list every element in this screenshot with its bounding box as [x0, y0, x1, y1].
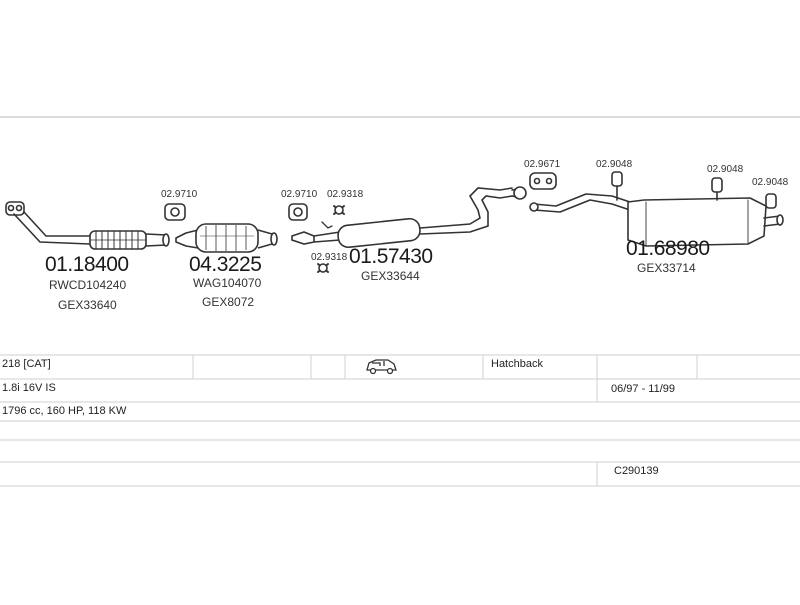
middle-clamp-label: 02.9318	[327, 189, 364, 200]
info-table-grid	[0, 354, 800, 487]
catalyst-gasket-label: 02.9710	[161, 189, 198, 200]
downpipe-number: 01.18400	[45, 253, 129, 276]
middle-ref1: GEX33644	[361, 269, 420, 283]
code-cell: C290139	[614, 465, 659, 477]
rear-number: 01.68980	[626, 237, 710, 260]
rear-hanger3-label: 02.9048	[752, 177, 789, 188]
catalyst-ref2: GEX8072	[202, 295, 255, 309]
engine-cell: 1.8i 16V IS	[2, 382, 56, 394]
catalyst-number: 04.3225	[189, 253, 262, 276]
middle-number: 01.57430	[349, 245, 433, 268]
rear-part	[511, 171, 784, 247]
hatchback-car-icon	[366, 359, 397, 375]
body-type-cell: Hatchback	[491, 358, 543, 370]
specs-cell: 1796 cc, 160 HP, 118 KW	[2, 405, 127, 417]
rear-hanger1-label: 02.9048	[596, 159, 633, 170]
catalyst-ref1: WAG104070	[193, 276, 262, 290]
middle-part	[288, 187, 513, 273]
rear-ref1: GEX33714	[637, 261, 696, 275]
model-cell: 218 [CAT]	[2, 358, 51, 370]
middle-gasket-label: 02.9710	[281, 189, 318, 200]
rear-hanger2-label: 02.9048	[707, 164, 744, 175]
period-cell: 06/97 - 11/99	[611, 383, 676, 395]
downpipe-part	[5, 201, 170, 250]
middle-mount-label: 02.9318	[311, 252, 348, 263]
rear-gasket-label: 02.9671	[524, 159, 561, 170]
downpipe-ref2: GEX33640	[58, 298, 117, 312]
downpipe-ref1: RWCD104240	[49, 278, 127, 292]
catalyst-part	[164, 203, 278, 253]
